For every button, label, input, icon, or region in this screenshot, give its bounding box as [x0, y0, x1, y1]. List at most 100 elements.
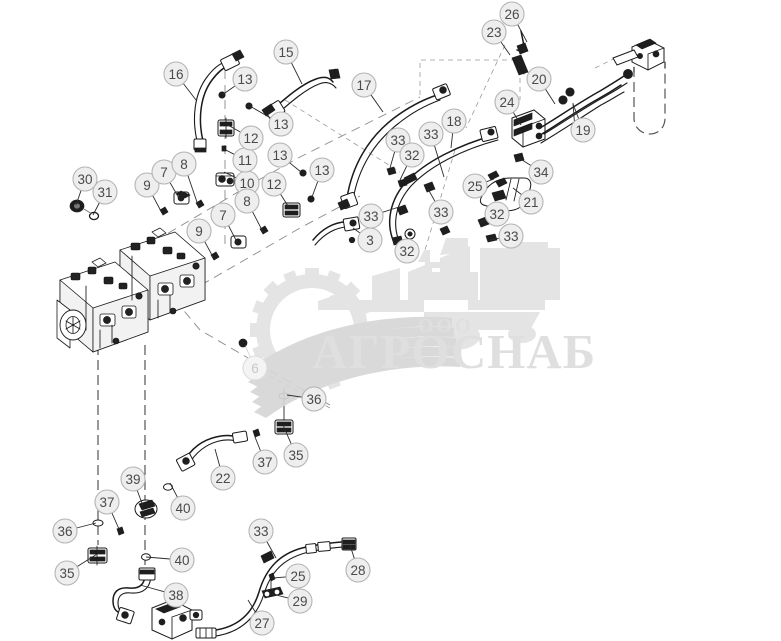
callout-label: 25	[290, 569, 305, 584]
callout-32[interactable]: 32	[484, 201, 510, 227]
callout-20[interactable]: 20	[526, 66, 552, 92]
callout-15[interactable]: 15	[273, 39, 299, 65]
callout-bubble	[518, 189, 544, 215]
callout-35[interactable]: 35	[54, 560, 80, 586]
callout-label: 31	[97, 185, 112, 200]
callout-leader-12	[280, 193, 291, 210]
callout-37[interactable]: 37	[252, 449, 278, 475]
callout-31[interactable]: 31	[92, 179, 118, 205]
callout-35[interactable]: 35	[283, 442, 309, 468]
callout-leader-37	[254, 436, 261, 452]
callout-label: 13	[273, 117, 288, 132]
callout-leader-32	[399, 165, 408, 181]
callout-leader-40	[169, 482, 178, 498]
callout-bubble	[94, 489, 120, 515]
callout-label: 7	[160, 165, 168, 180]
callout-bubble	[252, 449, 278, 475]
callout-9[interactable]: 9	[134, 172, 160, 198]
callout-leader-35	[76, 553, 98, 567]
callout-bubble	[249, 610, 275, 636]
callout-19[interactable]: 19	[570, 117, 596, 143]
callout-13[interactable]: 13	[232, 66, 258, 92]
callout-bubble	[72, 166, 98, 192]
callout-bubble	[357, 227, 383, 253]
callout-23[interactable]: 23	[481, 19, 507, 45]
callout-33[interactable]: 33	[498, 223, 524, 249]
callout-33[interactable]: 33	[428, 199, 454, 225]
callout-label: 6	[251, 361, 259, 376]
callout-10[interactable]: 10	[234, 170, 260, 196]
callout-28[interactable]: 28	[345, 557, 371, 583]
watermark-prefix: ООО	[418, 315, 474, 337]
callout-label: 22	[215, 471, 230, 486]
callout-16[interactable]: 16	[163, 61, 189, 87]
callout-17[interactable]: 17	[351, 72, 377, 98]
callout-label: 36	[57, 524, 72, 539]
callout-12[interactable]: 12	[238, 125, 264, 151]
oil-filter-assembly	[612, 38, 666, 135]
callout-leader-15	[290, 62, 303, 85]
callout-bubble	[345, 557, 371, 583]
callout-21[interactable]: 21	[518, 189, 544, 215]
callout-18[interactable]: 18	[441, 108, 467, 134]
callout-33[interactable]: 33	[248, 518, 274, 544]
callout-13[interactable]: 13	[267, 142, 293, 168]
callout-37[interactable]: 37	[94, 489, 120, 515]
callout-40[interactable]: 40	[170, 495, 196, 521]
callout-label: 8	[180, 157, 188, 172]
callout-33[interactable]: 33	[418, 121, 444, 147]
callout-24[interactable]: 24	[494, 89, 520, 115]
callout-25[interactable]: 25	[462, 173, 488, 199]
callout-30[interactable]: 30	[72, 166, 98, 192]
callout-leader-7	[228, 225, 238, 243]
callout-8[interactable]: 8	[171, 151, 197, 177]
callout-9[interactable]: 9	[186, 218, 212, 244]
callout-label: 33	[390, 133, 405, 148]
callout-leader-30	[75, 190, 82, 206]
callout-leader-33	[266, 541, 277, 559]
callout-3[interactable]: 3	[357, 227, 383, 253]
callout-bubble	[394, 238, 420, 264]
callout-leader-7	[169, 182, 181, 201]
callout-32[interactable]: 32	[394, 238, 420, 264]
callout-leader-26	[517, 24, 528, 43]
callout-33[interactable]: 33	[358, 203, 384, 229]
callout-11[interactable]: 11	[232, 147, 258, 173]
callout-34[interactable]: 34	[528, 159, 554, 185]
callout-bubble	[309, 157, 335, 183]
callout-leader-23	[500, 41, 511, 56]
callout-7[interactable]: 7	[210, 202, 236, 228]
callout-label: 37	[99, 495, 114, 510]
callout-12[interactable]: 12	[261, 171, 287, 197]
callout-36[interactable]: 36	[301, 386, 327, 412]
callout-25[interactable]: 25	[285, 563, 311, 589]
callout-8[interactable]: 8	[234, 188, 260, 214]
watermark-name: АГРОСНАБ	[312, 324, 596, 379]
callout-13[interactable]: 13	[268, 111, 294, 137]
callout-26[interactable]: 26	[499, 1, 525, 27]
callout-bubble	[287, 588, 313, 614]
callout-label: 18	[446, 114, 461, 129]
callout-38[interactable]: 38	[163, 582, 189, 608]
callout-label: 33	[503, 229, 518, 244]
fitting-30-31	[69, 199, 100, 221]
callout-40[interactable]: 40	[169, 547, 195, 573]
callout-leader-12	[225, 123, 241, 133]
callout-36[interactable]: 36	[52, 518, 78, 544]
callout-13[interactable]: 13	[309, 157, 335, 183]
callout-27[interactable]: 27	[249, 610, 275, 636]
callout-label: 30	[77, 172, 92, 187]
callout-39[interactable]: 39	[120, 466, 146, 492]
callout-label: 13	[237, 72, 252, 87]
marker-6	[238, 338, 248, 348]
callout-6[interactable]: 6	[242, 355, 268, 381]
reference-lines	[97, 44, 629, 585]
callout-bubble	[169, 547, 195, 573]
callout-bubble	[418, 121, 444, 147]
callout-label: 33	[253, 524, 268, 539]
callout-bubble	[163, 582, 189, 608]
callout-29[interactable]: 29	[287, 588, 313, 614]
callout-32[interactable]: 32	[399, 142, 425, 168]
callout-22[interactable]: 22	[210, 465, 236, 491]
callout-leader-19	[572, 103, 580, 119]
